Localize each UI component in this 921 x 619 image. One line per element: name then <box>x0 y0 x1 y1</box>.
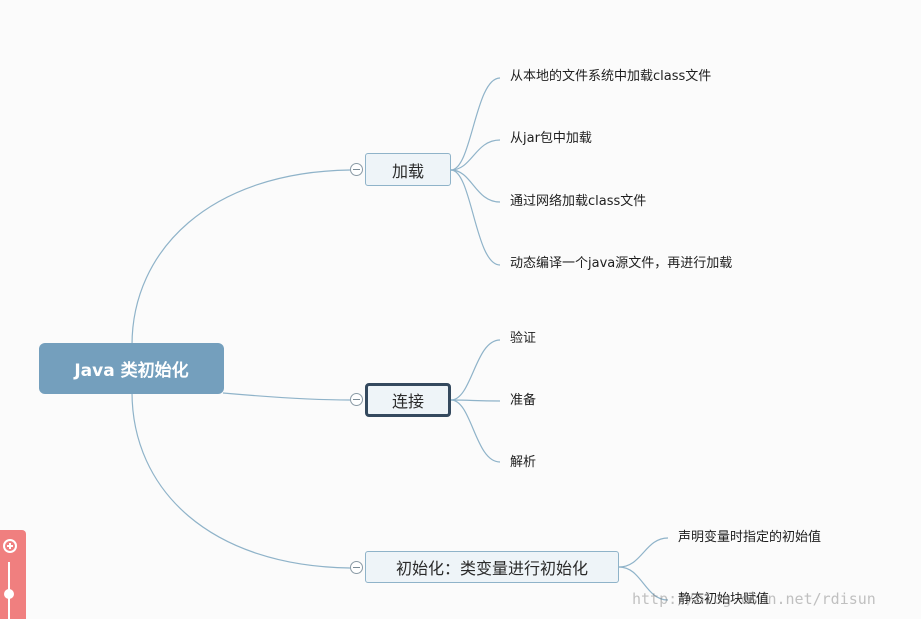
connector-root-to-loading <box>131 169 351 346</box>
zoom-slider-handle[interactable] <box>4 589 14 599</box>
leaf-init-1[interactable]: 声明变量时指定的初始值 <box>678 530 822 545</box>
connector-root-to-init <box>131 391 351 569</box>
connector-loading-child-3 <box>450 169 501 203</box>
topic-loading-label: 加载 <box>391 161 424 181</box>
connector-init-child-1 <box>618 537 669 568</box>
connector-linking-child-1 <box>450 339 501 401</box>
connector-linking-child-2 <box>450 399 501 402</box>
topic-linking-label: 连接 <box>391 392 424 411</box>
leaf-loading-3[interactable]: 通过网络加载class文件 <box>510 194 647 209</box>
leaf-loading-2[interactable]: 从jar包中加载 <box>510 131 592 146</box>
leaf-loading-1[interactable]: 从本地的文件系统中加载class文件 <box>510 69 712 84</box>
connector-root-to-linking <box>222 392 351 401</box>
leaf-loading-4[interactable]: 动态编译一个java源文件，再进行加载 <box>510 256 733 271</box>
collapse-init-icon[interactable] <box>350 561 363 574</box>
root-topic[interactable]: Java 类初始化 <box>39 343 224 394</box>
topic-loading[interactable]: 加载 <box>365 153 451 186</box>
collapse-loading-icon[interactable] <box>350 163 363 176</box>
leaf-linking-1[interactable]: 验证 <box>510 331 537 346</box>
zoom-in-icon[interactable] <box>3 539 17 553</box>
zoom-panel <box>0 530 26 619</box>
topic-initialization[interactable]: 初始化：类变量进行初始化 <box>365 551 619 583</box>
leaf-linking-2[interactable]: 准备 <box>510 393 537 408</box>
leaf-init-2[interactable]: 静态初始块赋值 <box>678 592 770 607</box>
root-topic-label: Java 类初始化 <box>74 361 189 381</box>
connector-loading-child-4 <box>450 169 501 266</box>
connector-linking-child-3 <box>450 399 501 463</box>
watermark: http://blog.csdn.net/rdisun <box>632 590 876 608</box>
connector-loading-child-2 <box>450 139 501 171</box>
connector-loading-child-1 <box>450 77 501 171</box>
collapse-linking-icon[interactable] <box>350 393 363 406</box>
connector-init-child-2 <box>618 566 669 601</box>
topic-initialization-label: 初始化：类变量进行初始化 <box>395 559 588 578</box>
leaf-linking-3[interactable]: 解析 <box>510 455 537 470</box>
topic-linking[interactable]: 连接 <box>365 383 451 417</box>
